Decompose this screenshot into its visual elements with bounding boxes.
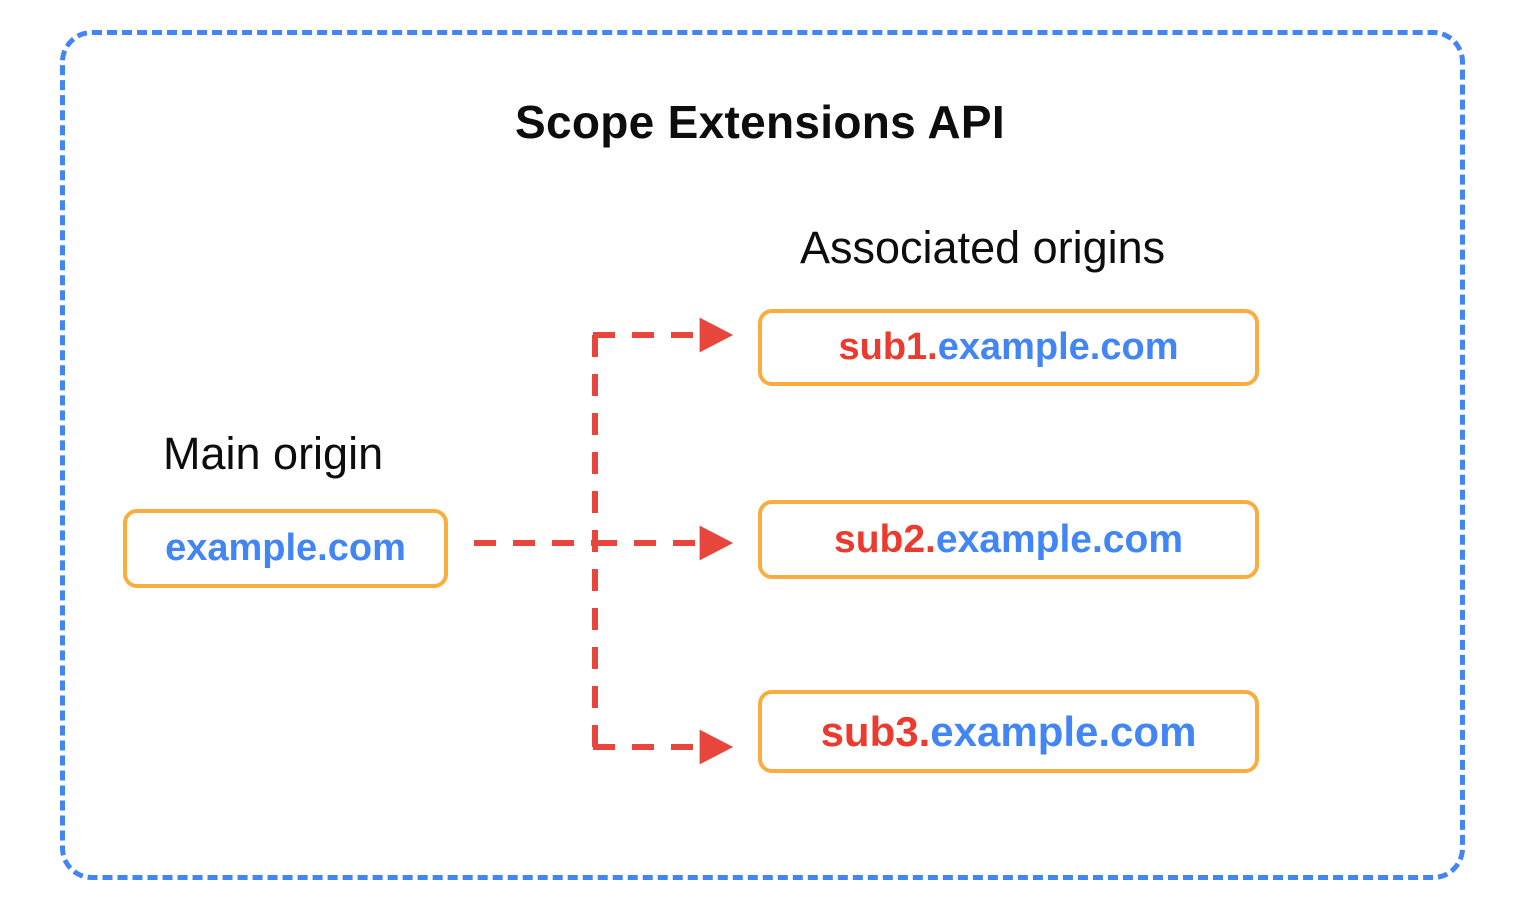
associated-origin-box-1[interactable]: sub1.example.com	[758, 309, 1259, 386]
main-origin-box[interactable]: example.com	[123, 509, 448, 588]
associated-origin-subdomain-2: sub2.	[834, 517, 936, 561]
scope-extensions-frame	[60, 30, 1465, 880]
associated-origins-label: Associated origins	[800, 222, 1166, 273]
main-origin-domain: example.com	[165, 527, 406, 569]
main-origin-label: Main origin	[163, 428, 384, 479]
associated-origin-box-2[interactable]: sub2.example.com	[758, 500, 1259, 579]
associated-origin-domain-2: example.com	[935, 517, 1183, 561]
associated-origin-box-3[interactable]: sub3.example.com	[758, 690, 1259, 773]
associated-origin-subdomain-3: sub3.	[820, 707, 931, 755]
associated-origin-domain-1: example.com	[937, 326, 1179, 368]
associated-origin-subdomain-1: sub1.	[838, 326, 938, 368]
associated-origin-domain-3: example.com	[930, 707, 1197, 755]
page-title: Scope Extensions API	[515, 96, 1005, 148]
